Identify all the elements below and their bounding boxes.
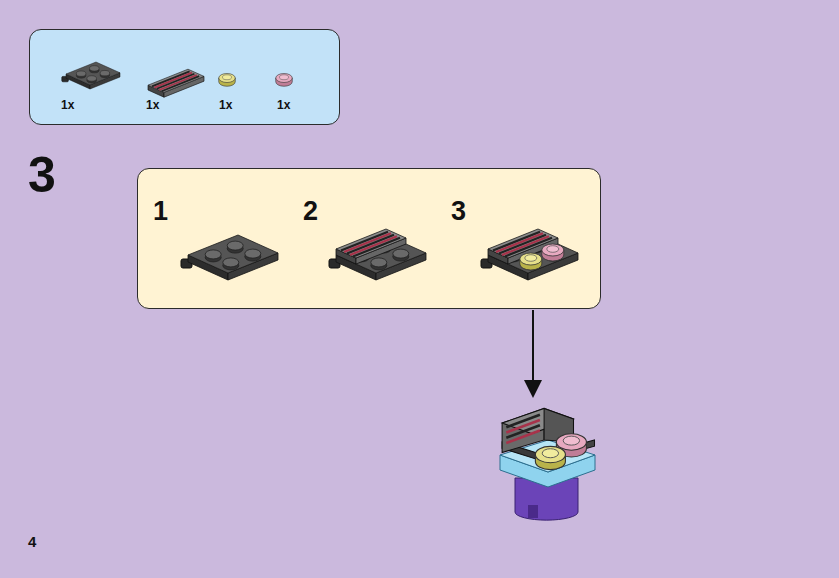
illustration-shape	[336, 229, 406, 264]
illustration-shape	[62, 62, 120, 89]
illustration-shape	[506, 430, 540, 443]
text-slot: 1x	[219, 95, 232, 113]
illustration-shape	[542, 244, 564, 261]
label-slot: 4	[28, 533, 36, 551]
illustration-shape	[481, 229, 578, 280]
illustration-shape	[535, 446, 565, 469]
text-slot: 1x	[146, 95, 159, 113]
substep-number: 3	[451, 196, 466, 227]
part-illustration	[138, 169, 599, 307]
illustration-shape	[532, 310, 534, 382]
step-number: 3	[28, 146, 56, 204]
part-illustration	[30, 30, 338, 123]
illustration-shape	[329, 229, 426, 280]
illustration-shape	[148, 69, 204, 97]
label-slot: 3	[28, 146, 56, 204]
quantity-label: 1x	[61, 98, 74, 112]
page-number: 4	[28, 533, 36, 550]
text-slot: 3	[451, 196, 466, 227]
illustration-shape	[506, 415, 540, 443]
illustration-shape	[502, 408, 544, 452]
illustration-shape	[524, 380, 542, 398]
illustration-shape	[528, 505, 538, 518]
text-slot: 1x	[61, 95, 74, 113]
illustration-shape	[520, 253, 542, 270]
substep-panel: 1 2 3	[137, 168, 601, 309]
quantity-label: 1x	[219, 98, 232, 112]
illustration-shape	[500, 408, 595, 520]
text-slot: 1x	[277, 95, 290, 113]
substep-number: 1	[153, 196, 168, 227]
text-slot: 1	[153, 196, 168, 227]
illustration-shape	[276, 74, 293, 87]
quantity-label: 1x	[277, 98, 290, 112]
parts-panel: 1x 1x 1x 1x	[29, 29, 340, 125]
illustration-shape	[502, 408, 594, 469]
substep-number: 2	[303, 196, 318, 227]
illustration-shape	[181, 235, 278, 280]
text-slot: 2	[303, 196, 318, 227]
illustration-shape	[181, 235, 278, 280]
quantity-label: 1x	[146, 98, 159, 112]
illustration-shape	[219, 74, 236, 87]
